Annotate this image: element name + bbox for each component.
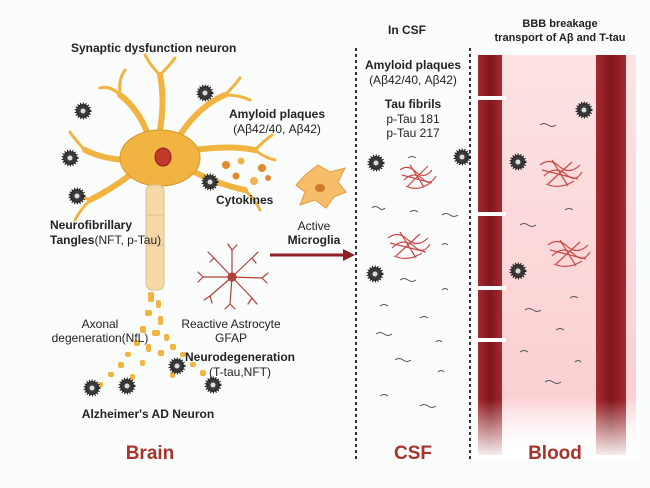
brain-header: Synaptic dysfunction neuron: [71, 41, 237, 55]
nft-label-line1: Neurofibrillary: [50, 218, 133, 232]
brain-region-label: Brain: [125, 443, 175, 464]
blood-vessel: [470, 55, 640, 460]
plaque: [168, 357, 186, 375]
csf-contents: [366, 148, 471, 408]
nft-label-bold: Tangles: [50, 233, 95, 247]
vessel-wall-left: [478, 55, 502, 455]
blood-region-label: Blood: [528, 443, 582, 464]
flow-arrow: [270, 249, 355, 261]
tau-fibrils-label: Tau fibrils: [384, 97, 442, 111]
ptau217-label: p-Tau 217: [386, 126, 440, 140]
plaque: [74, 102, 92, 120]
astrocyte-label-line2: GFAP: [214, 331, 247, 345]
neuron-caption: Alzheimer's AD Neuron: [81, 407, 215, 421]
plaque: [509, 262, 527, 280]
csf-region-label: CSF: [394, 443, 432, 464]
amyloid-label-brain: Amyloid plaques: [228, 107, 326, 121]
plaque: [118, 377, 136, 395]
tau-fragments: [519, 123, 582, 384]
plaque: [83, 379, 101, 397]
amyloid-label-csf: Amyloid plaques: [364, 58, 462, 72]
axonal-label-line2: degeneration(NfL): [51, 331, 149, 345]
neuron: [68, 53, 277, 387]
plaque: [366, 265, 384, 283]
tau-fibril-cluster: [547, 239, 591, 267]
blood-header-line2: transport of Aβ and T-tau: [494, 32, 626, 44]
vessel-wall-right: [596, 55, 626, 455]
tau-fibril-cluster: [399, 164, 437, 189]
astrocyte-label-line1: Reactive Astrocyte: [181, 317, 281, 331]
plaque: [204, 376, 222, 394]
tau-fibril-cluster: [387, 231, 431, 259]
cytokines-label: Cytokines: [216, 193, 274, 207]
cytokine-dots: [222, 157, 271, 185]
csf-header: In CSF: [388, 23, 426, 37]
nft-label-rest: (NFT, p-Tau): [94, 233, 162, 247]
blood-header-line1: BBB breakage: [522, 18, 598, 30]
plaque: [196, 84, 214, 102]
ptau181-label: p-Tau 181: [386, 112, 440, 126]
plaque: [509, 153, 527, 171]
plaque: [201, 173, 219, 191]
tau-fibril-cluster: [539, 159, 583, 187]
blood-contents: [509, 101, 593, 384]
tau-fragments: [371, 156, 459, 408]
amyloid-detail-csf: (Aβ42/40, Aβ42): [369, 73, 457, 87]
microglia-label-line1: Active: [297, 219, 331, 233]
microglia-label-line2: Microglia: [287, 233, 341, 247]
microglia-cell: [295, 164, 347, 209]
plaque: [367, 154, 385, 172]
neurodegeneration-detail: (T-tau,NFT): [209, 365, 271, 379]
axonal-label-line1: Axonal: [81, 317, 119, 331]
bbb-gaps: [474, 96, 506, 342]
nft-label-line2: Tangles(NFT, p-Tau): [50, 233, 162, 248]
astrocyte-cell: [197, 243, 269, 310]
plaque: [453, 148, 471, 166]
plaque: [575, 101, 593, 119]
amyloid-plaques-brain: [61, 84, 222, 397]
amyloid-detail-brain: (Aβ42/40, Aβ42): [233, 122, 321, 136]
neurodegeneration-label: Neurodegeneration: [184, 350, 295, 364]
plaque: [61, 149, 79, 167]
plaque: [68, 187, 86, 205]
